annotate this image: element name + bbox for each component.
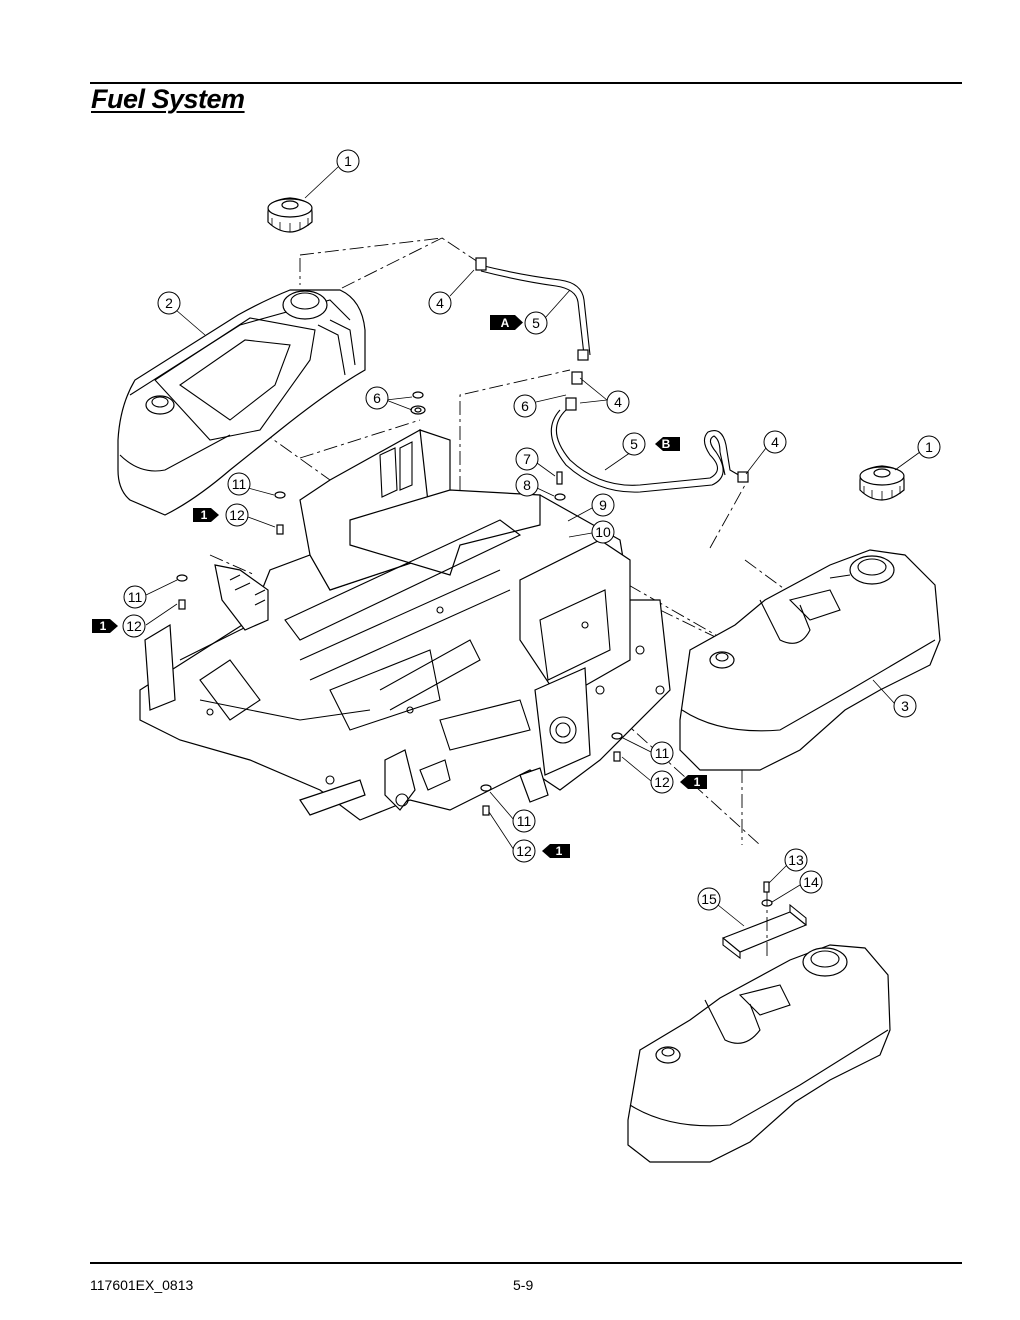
- fuel-cap-left: [267, 197, 313, 233]
- callout-5-flag-a: A 5: [490, 311, 548, 335]
- fuel-cap-right: [859, 465, 905, 501]
- callout-11: 11: [123, 585, 147, 609]
- callout-11: 11: [650, 741, 674, 765]
- svg-text:10: 10: [595, 524, 611, 540]
- svg-text:14: 14: [803, 874, 819, 890]
- callout-11: 11: [512, 809, 536, 833]
- footer-rule: [90, 1262, 962, 1264]
- svg-text:4: 4: [436, 295, 444, 311]
- svg-text:11: 11: [128, 589, 143, 605]
- callout-13: 13: [784, 848, 808, 872]
- svg-text:11: 11: [517, 813, 532, 829]
- svg-text:12: 12: [516, 843, 532, 859]
- fuel-line-a: [475, 257, 591, 411]
- callout-12-flag-1: 1 12: [193, 503, 249, 527]
- callout-3: 3: [893, 694, 917, 718]
- callout-6: 6: [513, 394, 537, 418]
- page-title: Fuel System: [91, 84, 245, 114]
- svg-text:A: A: [501, 316, 510, 330]
- svg-text:6: 6: [373, 390, 381, 406]
- leader-lines: [145, 166, 921, 927]
- fuel-tank-right: [679, 549, 941, 771]
- callout-1: 1: [336, 149, 360, 173]
- svg-text:1: 1: [100, 619, 107, 633]
- svg-text:1: 1: [694, 775, 701, 789]
- callout-4: 4: [428, 291, 452, 315]
- svg-text:7: 7: [523, 451, 531, 467]
- svg-text:1: 1: [556, 844, 563, 858]
- bracket-15: [721, 881, 808, 960]
- callout-7: 7: [515, 447, 539, 471]
- svg-text:1: 1: [925, 439, 933, 455]
- svg-text:1: 1: [201, 508, 208, 522]
- callout-14: 14: [799, 870, 823, 894]
- svg-text:B: B: [662, 437, 671, 451]
- svg-text:6: 6: [521, 398, 529, 414]
- header-rule: [90, 82, 962, 84]
- fuel-line-b: [550, 409, 749, 493]
- svg-text:5: 5: [532, 315, 540, 331]
- callout-4: 4: [606, 390, 630, 414]
- callout-11: 11: [227, 472, 251, 496]
- callout-12-flag-1: 12 1: [650, 770, 707, 794]
- callout-12-flag-1: 1 12: [92, 614, 146, 638]
- svg-text:12: 12: [654, 774, 670, 790]
- callout-1: 1: [917, 435, 941, 459]
- svg-text:1: 1: [344, 153, 352, 169]
- callout-12-flag-1: 12 1: [512, 839, 570, 863]
- callout-4: 4: [763, 430, 787, 454]
- fuel-tank-bottom: [627, 944, 891, 1163]
- mount-hardware: [176, 491, 623, 816]
- callout-8: 8: [515, 473, 539, 497]
- svg-text:11: 11: [232, 476, 247, 492]
- svg-text:13: 13: [788, 852, 804, 868]
- document-code: 117601EX_0813: [90, 1277, 194, 1293]
- callout-2: 2: [157, 291, 181, 315]
- svg-text:4: 4: [614, 394, 622, 410]
- callout-15: 15: [697, 887, 721, 911]
- svg-text:12: 12: [229, 507, 245, 523]
- fuel-tank-left: [117, 289, 366, 516]
- chassis-frame: [139, 429, 671, 821]
- svg-text:4: 4: [771, 434, 779, 450]
- callouts: 1 2 4 A 5 6 6 4 5: [92, 149, 941, 911]
- svg-text:9: 9: [599, 497, 607, 513]
- svg-text:11: 11: [655, 745, 670, 761]
- callout-6: 6: [365, 386, 389, 410]
- svg-text:3: 3: [901, 698, 909, 714]
- callout-9: 9: [591, 493, 615, 517]
- svg-text:2: 2: [165, 295, 173, 311]
- svg-text:12: 12: [126, 618, 142, 634]
- svg-text:8: 8: [523, 477, 531, 493]
- svg-text:5: 5: [630, 436, 638, 452]
- page-number: 5-9: [513, 1277, 534, 1293]
- svg-text:15: 15: [701, 891, 717, 907]
- callout-5-flag-b: 5 B: [622, 432, 680, 456]
- callout-10: 10: [591, 520, 615, 544]
